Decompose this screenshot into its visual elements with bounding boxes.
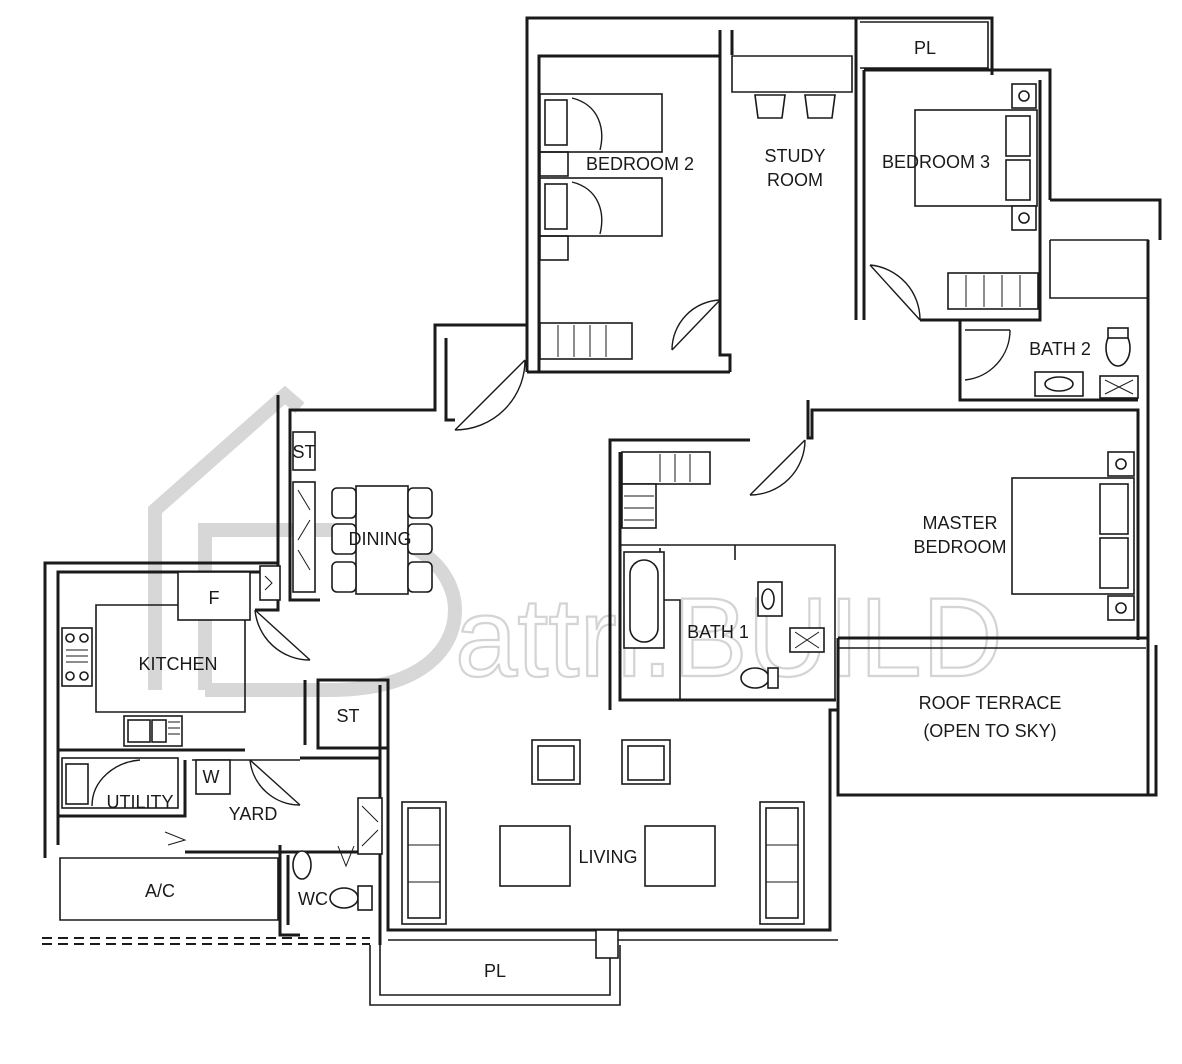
- label-bedroom-2: BEDROOM 2: [586, 154, 694, 174]
- label-washer: W: [203, 767, 220, 787]
- label-store-yard: ST: [336, 706, 359, 726]
- label-wc: WC: [298, 889, 328, 909]
- column: [595, 929, 619, 959]
- master-wardrobe: [621, 451, 711, 529]
- room-labels: BEDROOM 2 STUDY ROOM BEDROOM 3 PL BATH 2…: [106, 38, 1090, 981]
- label-yard: YARD: [229, 804, 278, 824]
- study-chairs: [754, 94, 836, 119]
- yard-fixtures: [337, 797, 383, 868]
- dining-store: [259, 431, 316, 601]
- bedroom-3-bed: [914, 83, 1038, 231]
- label-study-line1: STUDY: [764, 146, 825, 166]
- label-kitchen: KITCHEN: [138, 654, 217, 674]
- bath-2-fixtures: [1034, 327, 1139, 399]
- label-roof-terrace-line1: ROOF TERRACE: [919, 693, 1062, 713]
- label-pl-top: PL: [914, 38, 936, 58]
- label-fridge: F: [209, 588, 220, 608]
- label-pl-bottom: PL: [484, 961, 506, 981]
- label-living: LIVING: [578, 847, 637, 867]
- label-utility: UTILITY: [106, 792, 173, 812]
- bath-1-fixtures: [623, 551, 825, 689]
- doors: [249, 264, 1011, 806]
- label-master-line1: MASTER: [922, 513, 997, 533]
- label-bath-1: BATH 1: [687, 622, 749, 642]
- label-master-line2: BEDROOM: [913, 537, 1006, 557]
- label-bath-2: BATH 2: [1029, 339, 1091, 359]
- label-store-dining: ST: [292, 442, 315, 462]
- kitchen-fixtures: [61, 571, 251, 747]
- utility-fixtures: [61, 757, 231, 846]
- label-dining: DINING: [349, 529, 412, 549]
- label-ac: A/C: [145, 881, 175, 901]
- label-bedroom-3: BEDROOM 3: [882, 152, 990, 172]
- dining-set: [331, 485, 433, 595]
- label-study-line2: ROOM: [767, 170, 823, 190]
- wc-fixtures: [292, 850, 373, 911]
- bedroom-3-wardrobe: [947, 272, 1039, 310]
- label-roof-terrace-line2: (OPEN TO SKY): [923, 721, 1056, 741]
- bedroom-2-wardrobe: [539, 322, 633, 360]
- master-bed: [1011, 451, 1135, 621]
- bedroom-2-beds: [539, 93, 663, 261]
- living-furniture: [401, 739, 805, 925]
